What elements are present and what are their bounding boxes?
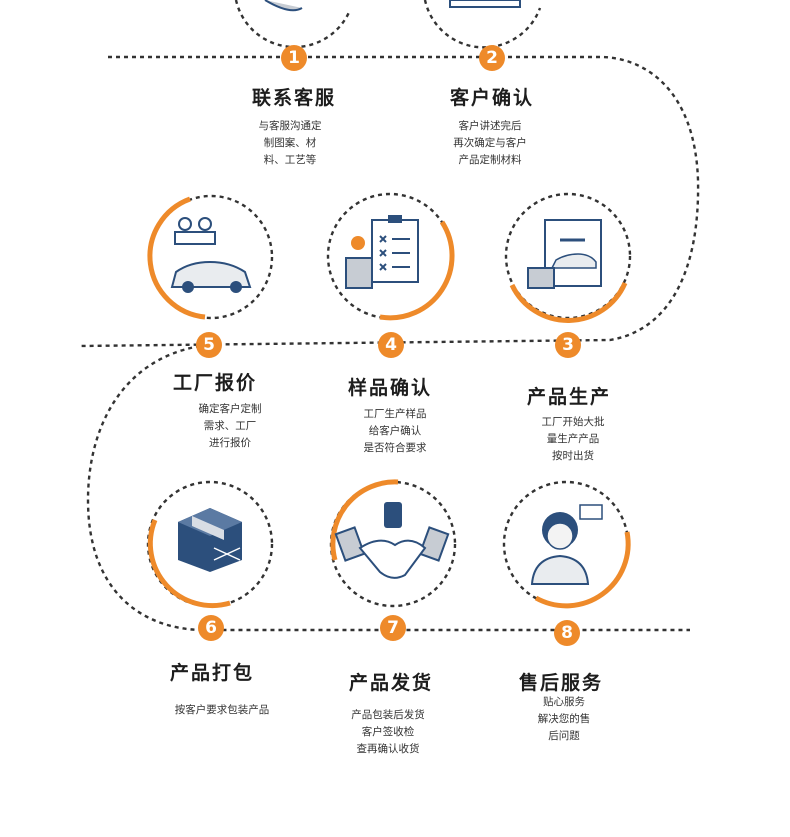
step-4-title: 样品确认 — [348, 377, 433, 399]
step-6-badge: 6 — [198, 615, 224, 641]
flow-path — [79, 55, 700, 632]
step-7-desc: 产品包装后发货客户签收检查再确认收货 — [351, 709, 425, 755]
production-icon — [504, 192, 632, 323]
step-1-title: 联系客服 — [252, 87, 337, 109]
step-1-desc: 与客服沟通定制图案、材料、工艺等 — [258, 120, 322, 166]
step-8-desc: 贴心服务解决您的售后问题 — [537, 696, 591, 742]
step-2-desc: 客户讲述完后再次确定与客户产品定制材料 — [453, 120, 527, 166]
checklist-icon — [326, 192, 455, 321]
car-dealer-icon — [147, 194, 274, 320]
handshake-icon — [329, 479, 457, 608]
step-8-badge: 8 — [554, 620, 580, 646]
step-7-title: 产品发货 — [349, 672, 434, 694]
step-2-badge: 2 — [479, 45, 505, 71]
step-7-badge: 7 — [380, 615, 406, 641]
step-4-badge: 4 — [378, 332, 404, 358]
step-3-desc: 工厂开始大批量生产产品按时出货 — [541, 416, 605, 462]
step-5-desc: 确定客户定制需求、工厂进行报价 — [198, 403, 262, 449]
step-4-desc: 工厂生产样品给客户确认是否符合要求 — [363, 408, 427, 454]
support-agent-icon — [502, 480, 631, 609]
step-5-badge: 5 — [196, 332, 222, 358]
top-partial-circles — [234, 0, 542, 49]
step-6-title: 产品打包 — [170, 662, 255, 684]
step-8-title: 售后服务 — [519, 672, 604, 694]
step-1-badge: 1 — [281, 45, 307, 71]
step-5-title: 工厂报价 — [173, 372, 258, 394]
package-box-icon — [146, 480, 274, 609]
step-2-title: 客户确认 — [450, 87, 535, 109]
step-3-title: 产品生产 — [527, 386, 612, 408]
step-3-badge: 3 — [555, 332, 581, 358]
step-6-desc: 按客户要求包装产品 — [174, 704, 270, 716]
